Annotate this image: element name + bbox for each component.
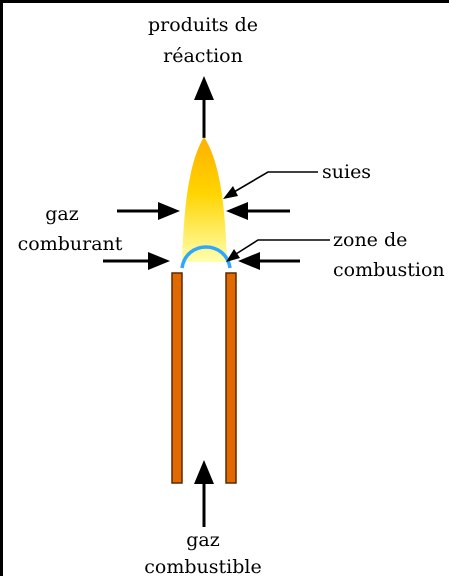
zone-leader-arrow [226,239,330,262]
soot-leader-arrow [223,171,318,199]
oxidizer-arrow-lower-right [238,252,300,270]
zone-label-line2: combustion [333,259,445,281]
oxidizer-arrow-upper-right [226,202,290,220]
flame [182,137,227,262]
oxidizer-arrow-upper-left [117,202,180,220]
burner-tube-right-wall [225,272,237,484]
fuel-label-line1: gaz [186,529,220,551]
oxidizer-label-line1: gaz [45,203,79,225]
soot-label: suies [322,161,371,183]
oxidizer-label-line2: comburant [18,233,123,255]
oxidizer-arrow-lower-left [103,252,170,270]
products-label-line1: produits de [148,14,258,36]
fuel-label-line2: combustible [144,556,261,576]
products-arrow [194,76,214,138]
products-label-line2: réaction [163,45,243,67]
burner-tube-left-wall [171,272,183,484]
zone-label-line1: zone de [333,229,407,251]
fuel-arrow [194,460,214,527]
